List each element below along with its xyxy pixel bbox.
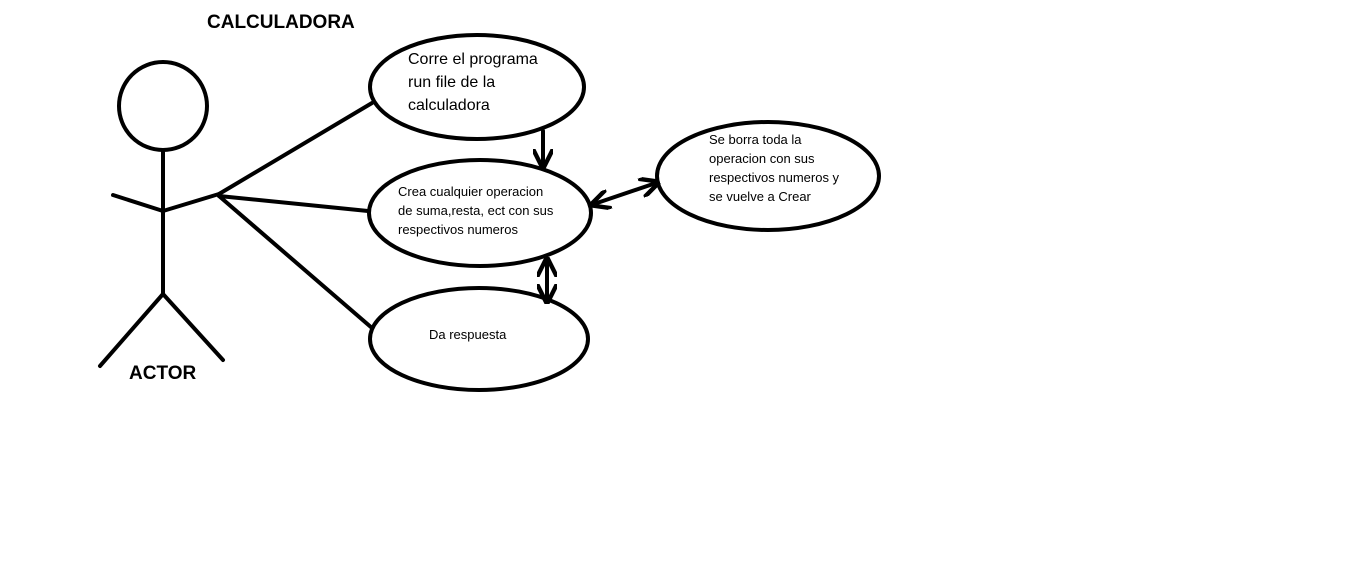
- use-case-create-ellipse: [367, 158, 593, 268]
- use-case-answer-ellipse: [368, 286, 590, 392]
- actor-right-leg: [161, 292, 225, 362]
- actor-left-arm: [111, 193, 165, 213]
- use-case-clear-ellipse: [655, 120, 881, 232]
- association-answer: [217, 194, 374, 330]
- actor-right-arm: [161, 192, 221, 213]
- use-case-create-label: Crea cualquier operacion de suma,resta, …: [398, 184, 554, 237]
- actor-label: ACTOR: [129, 363, 197, 384]
- use-case-clear-label: Se borra toda la operacion con sus respe…: [709, 132, 840, 204]
- diagram-title: CALCULADORA: [207, 12, 355, 33]
- use-case-run-label: Corre el programa run file de la calcula…: [408, 51, 538, 114]
- association-create: [217, 194, 370, 213]
- actor-head: [117, 60, 209, 152]
- association-run: [217, 101, 374, 196]
- arrow-create-clear-bidirectional: [594, 183, 656, 204]
- actor-figure: [98, 60, 225, 368]
- use-case-run-ellipse: [368, 33, 586, 141]
- use-case-answer-label: Da respuesta: [429, 327, 507, 342]
- associations: [217, 101, 374, 330]
- actor-left-leg: [98, 292, 165, 368]
